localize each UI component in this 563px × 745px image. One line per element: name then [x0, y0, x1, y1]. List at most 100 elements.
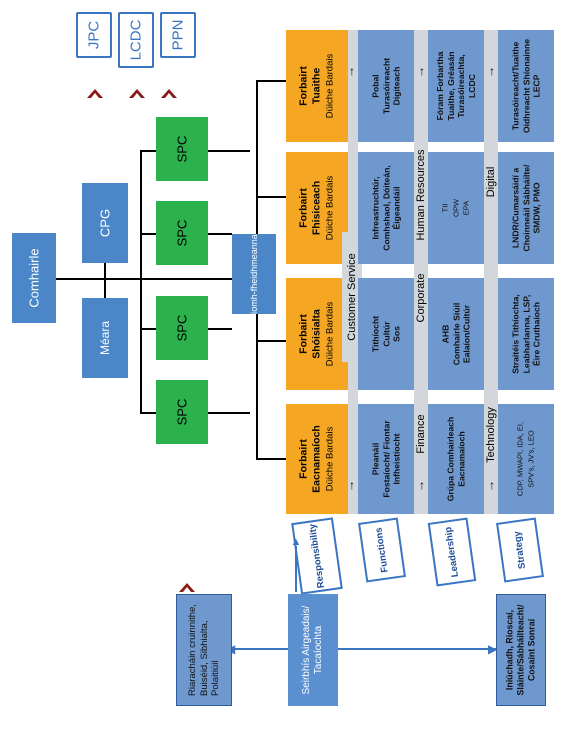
arrow-up-icon: ▲ — [290, 536, 302, 548]
council-label: Comhairle — [26, 248, 42, 308]
section-label: Finance — [415, 414, 427, 454]
spc-box-2: SPC — [156, 201, 208, 265]
audit-box-text: Iniúchadh, Rioscaí,Sláinte/Sábháilteacht… — [504, 604, 537, 696]
section-band-leadership — [484, 30, 498, 514]
spc-box-1: SPC — [156, 117, 208, 181]
admin-box-text: Riaracháin cruinnithe,Buiséid, Sibhialta… — [186, 604, 221, 696]
connector-line — [208, 328, 232, 330]
arrow-up-icon: ↑ — [489, 64, 495, 78]
cell-r3-c3: Straitéis Tithíochta,Leabharlanna, LSP,É… — [498, 278, 554, 390]
connector-line — [256, 340, 286, 342]
section-label-technology: Technology — [484, 400, 498, 470]
chevron-up-icon — [129, 89, 145, 98]
top-tag-label: PPN — [169, 19, 187, 51]
cpg-label: CPG — [97, 208, 113, 238]
connector-line — [256, 458, 286, 460]
spc-label: SPC — [174, 398, 190, 426]
tag-strategy: Strategy — [496, 517, 544, 583]
tag-label: Leadership — [443, 526, 461, 578]
connector-line — [140, 412, 156, 414]
section-label-customer-service: Customer Service — [342, 232, 362, 362]
section-label: Corporate — [415, 273, 427, 323]
top-tag-label: JPC — [85, 20, 103, 50]
top-tag-label: LCDC — [127, 19, 145, 61]
connector-line — [140, 150, 142, 412]
audit-box: Iniúchadh, Rioscaí,Sláinte/Sábháilteacht… — [496, 594, 546, 706]
cell-r1-c2: Infreastruchtúr,Comhshaol, Dóiteán,Éigea… — [358, 152, 414, 264]
section-label-digital: Digital — [484, 152, 498, 212]
section-label: Digital — [485, 166, 497, 198]
top-tag-ppn: PPN — [160, 12, 196, 58]
spc-label: SPC — [174, 135, 190, 163]
arrow-up-icon: ↑ — [419, 478, 425, 492]
connector-line — [256, 196, 286, 198]
tag-responsibility: Responsibility — [291, 517, 343, 595]
connector-line — [104, 263, 106, 298]
connector-line — [208, 233, 232, 235]
connector-line — [56, 278, 232, 280]
spc-box-4: SPC — [156, 380, 208, 444]
arrow-right-icon: ▶ — [488, 642, 498, 656]
connector-line — [208, 150, 250, 152]
section-label: Customer Service — [346, 253, 358, 341]
arrow-up-icon: ↑ — [489, 478, 495, 492]
connector-line — [140, 150, 156, 152]
arrow-up-icon: ↑ — [419, 64, 425, 78]
spc-label: SPC — [174, 219, 190, 247]
tag-leadership: Leadership — [427, 517, 477, 587]
tag-label: Strategy — [511, 530, 529, 570]
chevron-up-icon — [161, 89, 177, 98]
chevron-up-icon — [179, 583, 195, 592]
connector-line — [256, 80, 258, 234]
chief-exec-label: Príomh-fheidhmeannach — [249, 224, 259, 324]
support-service-box: Seirbhís Airgeadais/ Tacaíochta — [288, 594, 338, 706]
cell-text: Straitéis Tithíochta,Leabharlanna, LSP,É… — [510, 294, 542, 374]
section-label-human-resources: Human Resources — [414, 149, 428, 241]
connector-line — [295, 546, 297, 592]
mayor-label: Méara — [98, 320, 112, 356]
spc-box-3: SPC — [156, 296, 208, 360]
cell-text: CDP, MWAPI, IDA, EI,SPV's, JV's, LEO — [515, 421, 536, 497]
section-label: Human Resources — [415, 149, 427, 241]
connector-line — [338, 648, 496, 650]
connector-line — [256, 314, 258, 460]
spc-label: SPC — [174, 314, 190, 342]
council-box: Comhairle — [12, 233, 56, 323]
chevron-up-icon — [87, 89, 103, 98]
connector-line — [140, 328, 156, 330]
tag-label: Functions — [373, 526, 391, 574]
arrow-up-icon: ↑ — [349, 478, 355, 492]
tag-label: Responsibility — [307, 523, 327, 589]
cell-r3-c4: CDP, MWAPI, IDA, EI,SPV's, JV's, LEO — [498, 404, 554, 514]
section-label: Technology — [485, 407, 497, 463]
top-tag-lcdc: LCDC — [118, 12, 154, 68]
admin-box: Riaracháin cruinnithe,Buiséid, Sibhialta… — [176, 594, 232, 706]
arrow-up-icon: ↑ — [349, 64, 355, 78]
connector-line — [256, 80, 286, 82]
support-service-label: Seirbhís Airgeadais/ Tacaíochta — [301, 605, 324, 695]
chief-exec-box: Príomh-fheidhmeannach — [232, 225, 276, 323]
